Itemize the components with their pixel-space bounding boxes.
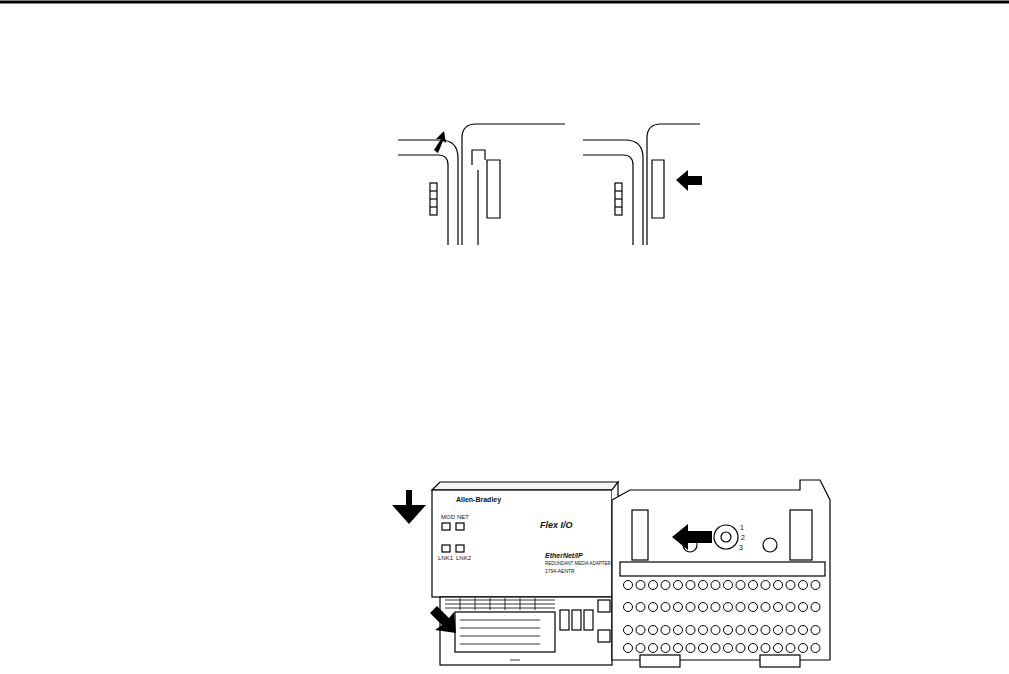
terminal-screw — [649, 644, 658, 653]
terminal-screw — [811, 603, 820, 612]
terminal-screw — [636, 644, 645, 653]
terminal-screw — [799, 626, 808, 635]
terminal-screw — [736, 581, 745, 590]
terminal-screw — [699, 603, 708, 612]
led-label: LNK1 — [438, 555, 453, 561]
brand-name: Allen-Bradley — [456, 496, 501, 503]
terminal-screw — [724, 626, 733, 635]
terminal-screw — [661, 626, 670, 635]
terminal-screw — [724, 644, 733, 653]
adapter-module — [432, 482, 618, 665]
terminal-screw — [674, 626, 683, 635]
terminal-screw — [811, 644, 820, 653]
latch-detail — [398, 124, 700, 245]
terminal-screw — [674, 603, 683, 612]
terminal-screw — [774, 581, 783, 590]
terminal-base — [612, 480, 830, 667]
motion-arrow — [430, 606, 456, 633]
network-name: EtherNet/IP — [545, 552, 583, 559]
terminal-screw — [661, 581, 670, 590]
terminal-screws — [624, 581, 821, 653]
terminal-screw — [811, 626, 820, 635]
terminal-screw — [786, 644, 795, 653]
terminal-screw — [711, 581, 720, 590]
terminal-screw — [649, 626, 658, 635]
terminal-screw — [786, 626, 795, 635]
terminal-screw — [774, 626, 783, 635]
terminal-screw — [686, 644, 695, 653]
terminal-screw — [674, 581, 683, 590]
dial-number: 3 — [739, 544, 743, 551]
motion-arrow — [672, 524, 712, 550]
terminal-screw — [724, 581, 733, 590]
dial-number: 1 — [740, 524, 744, 531]
motion-arrow — [392, 490, 426, 524]
terminal-screw — [799, 603, 808, 612]
terminal-screw — [761, 644, 770, 653]
motion-arrow — [676, 170, 702, 191]
terminal-screw — [624, 626, 633, 635]
terminal-screw — [624, 603, 633, 612]
product-logo: Flex I/O — [540, 521, 573, 530]
terminal-screw — [761, 603, 770, 612]
terminal-screw — [636, 603, 645, 612]
dial-number: 2 — [741, 534, 745, 541]
terminal-screw — [749, 626, 758, 635]
terminal-screw — [786, 581, 795, 590]
terminal-screw — [736, 626, 745, 635]
terminal-screw — [686, 603, 695, 612]
terminal-screw — [699, 626, 708, 635]
terminal-screw — [699, 644, 708, 653]
terminal-screw — [774, 644, 783, 653]
terminal-screw — [736, 603, 745, 612]
terminal-screw — [674, 644, 683, 653]
terminal-screw — [661, 603, 670, 612]
catalog-number: 1794-AENTR — [545, 569, 575, 574]
terminal-screw — [774, 603, 783, 612]
terminal-screw — [799, 644, 808, 653]
terminal-screw — [624, 644, 633, 653]
led-label: NET — [457, 514, 469, 520]
terminal-screw — [624, 581, 633, 590]
terminal-screw — [636, 626, 645, 635]
header-rule — [0, 1, 1009, 4]
led-label: LNK2 — [456, 555, 471, 561]
terminal-screw — [761, 626, 770, 635]
terminal-screw — [786, 603, 795, 612]
terminal-screw — [711, 626, 720, 635]
terminal-screw — [736, 644, 745, 653]
terminal-screw — [636, 581, 645, 590]
terminal-screw — [761, 581, 770, 590]
terminal-screw — [724, 603, 733, 612]
terminal-screw — [686, 626, 695, 635]
terminal-screw — [686, 581, 695, 590]
terminal-screw — [749, 581, 758, 590]
terminal-screw — [649, 581, 658, 590]
terminal-screw — [799, 581, 808, 590]
led-label: MOD — [441, 514, 455, 520]
terminal-screw — [749, 644, 758, 653]
terminal-screw — [649, 603, 658, 612]
terminal-screw — [711, 644, 720, 653]
terminal-screw — [811, 581, 820, 590]
module-description: REDUNDANT MEDIA ADAPTER — [545, 562, 611, 567]
terminal-screw — [749, 603, 758, 612]
terminal-screw — [711, 603, 720, 612]
terminal-screw — [699, 581, 708, 590]
vent-grid — [445, 598, 555, 660]
terminal-screw — [661, 644, 670, 653]
motion-arrow — [434, 131, 446, 153]
